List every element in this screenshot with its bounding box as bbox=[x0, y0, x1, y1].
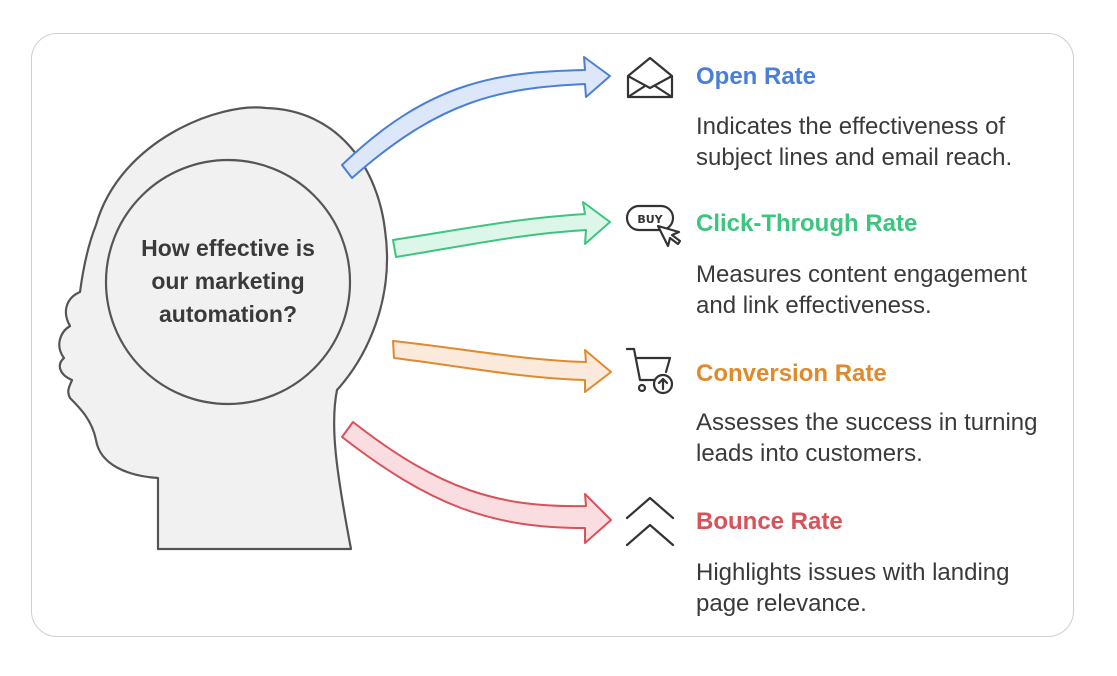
head-thought-circle bbox=[104, 158, 352, 406]
central-question: How effective is our marketing automatio… bbox=[141, 235, 315, 327]
metric-title-conversion-rate: Conversion Rate bbox=[696, 360, 887, 387]
metric-description-open-rate: Indicates the effectiveness of subject l… bbox=[696, 113, 1013, 171]
double-chevron-up-icon bbox=[625, 496, 675, 547]
metric-title-bounce-rate: Bounce Rate bbox=[696, 508, 843, 535]
conversion-arrow bbox=[392, 340, 612, 393]
open-rate-arrow bbox=[341, 56, 611, 179]
click-through-arrow bbox=[392, 201, 611, 258]
bounce-rate-arrow bbox=[341, 421, 612, 544]
metric-title-click-through-rate: Click-Through Rate bbox=[696, 210, 918, 237]
svg-text:BUY: BUY bbox=[637, 213, 663, 226]
metric-description-bounce-rate: Highlights issues with landing page rele… bbox=[696, 559, 1010, 617]
metric-description-conversion-rate: Assesses the success in turning leads in… bbox=[696, 409, 1038, 467]
envelope-icon bbox=[626, 56, 674, 99]
shopping-cart-icon bbox=[625, 347, 674, 395]
buy-click-icon: BUY bbox=[625, 204, 682, 248]
metric-description-click-through-rate: Measures content engagement and link eff… bbox=[696, 261, 1027, 319]
metric-title-open-rate: Open Rate bbox=[696, 63, 817, 90]
